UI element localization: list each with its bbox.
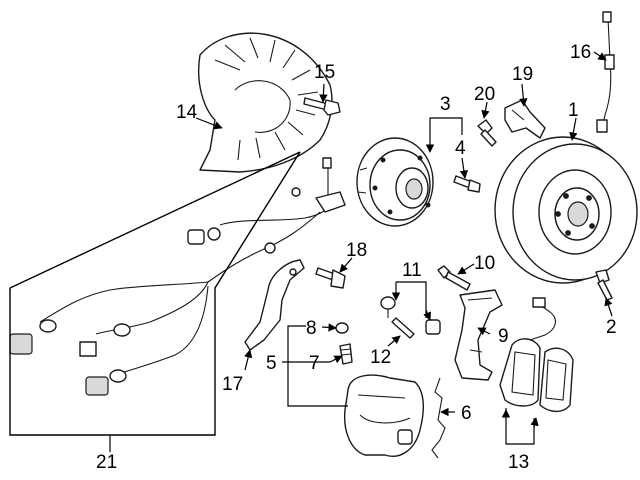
callout-2: 2 — [606, 317, 617, 338]
leader-lines — [109, 51, 613, 452]
callout-19: 19 — [512, 64, 533, 85]
callout-17: 17 — [222, 374, 243, 395]
cap-8-part — [335, 322, 349, 334]
callout-18: 18 — [346, 240, 367, 261]
caliper-bracket-part — [454, 289, 503, 381]
bracket-19-part — [504, 99, 546, 139]
bolt-10-part — [437, 265, 471, 291]
callout-3: 3 — [440, 94, 451, 115]
callout-20: 20 — [474, 84, 495, 105]
callout-7: 7 — [309, 353, 320, 374]
bolt-15-part — [303, 97, 341, 116]
brake-hose-part — [596, 11, 615, 133]
callout-13: 13 — [508, 452, 529, 473]
callout-14: 14 — [176, 102, 198, 123]
abs-sensor-wiring-part — [9, 157, 346, 396]
callout-15: 15 — [314, 62, 335, 83]
callout-11: 11 — [402, 260, 422, 281]
bolt-2-part — [595, 269, 613, 301]
bolt-20-part — [477, 119, 497, 147]
hose-bracket-part — [244, 259, 305, 351]
callout-1: 1 — [568, 100, 579, 121]
bolt-4-part — [453, 175, 481, 193]
callout-labels: 1 2 3 4 5 6 7 8 9 10 11 12 13 14 15 16 1… — [96, 42, 617, 473]
bleeder-7-part — [339, 343, 353, 365]
guide-pin-boots-part — [380, 296, 441, 335]
brake-caliper-part — [343, 374, 424, 457]
wheel-hub-part — [356, 137, 434, 227]
callout-16: 16 — [570, 42, 591, 63]
callout-8: 8 — [306, 318, 317, 339]
callout-21: 21 — [96, 452, 117, 473]
bolt-18-part — [315, 267, 346, 289]
brake-rotor-part — [494, 136, 638, 284]
splash-shield-part — [198, 32, 333, 173]
callout-6: 6 — [461, 403, 472, 424]
group-frame-21 — [9, 151, 301, 436]
brake-pads-part — [499, 297, 574, 413]
callout-9: 9 — [498, 326, 509, 347]
callout-10: 10 — [474, 253, 495, 274]
pad-spring-part — [431, 377, 446, 459]
callout-5: 5 — [266, 353, 277, 374]
guide-pin-12-part — [391, 317, 415, 339]
callout-12: 12 — [370, 347, 391, 368]
callout-4: 4 — [455, 138, 466, 159]
